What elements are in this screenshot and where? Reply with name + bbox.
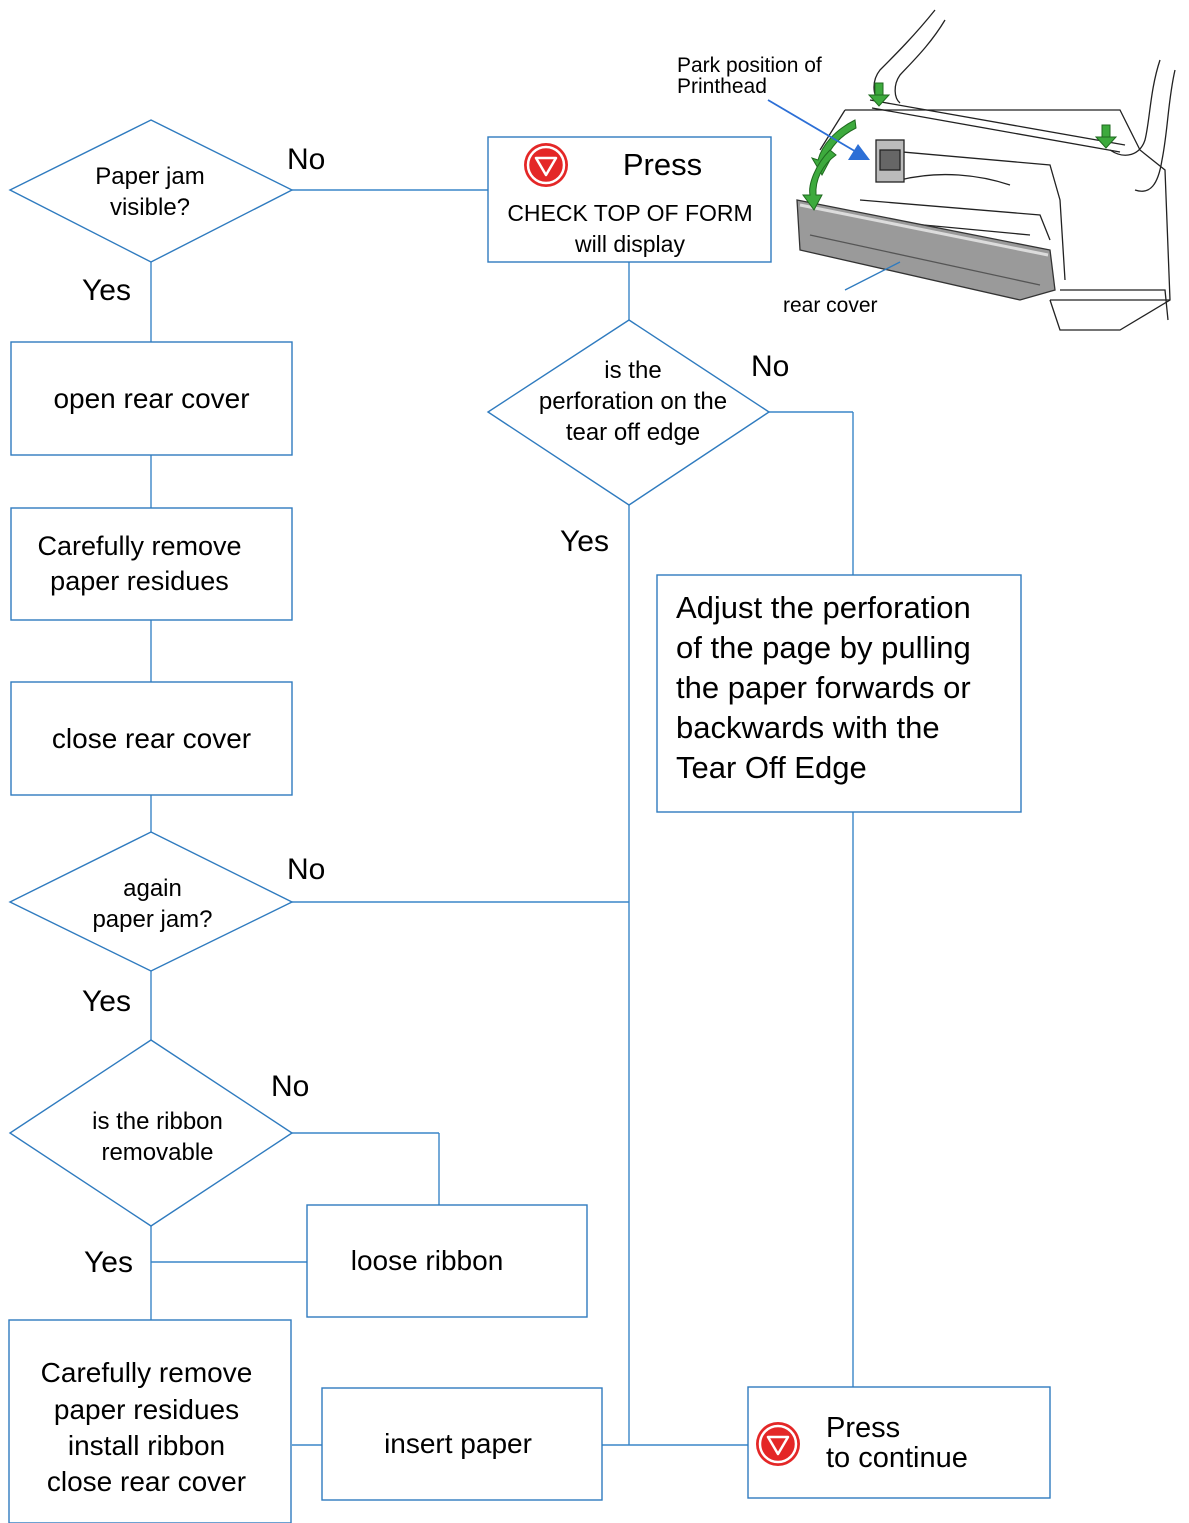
printer-illustration	[796, 9, 1176, 331]
branch-yes-label: Yes	[560, 525, 609, 558]
box-close-rear-cover	[10, 681, 293, 796]
box-remove-residues-2	[8, 1319, 292, 1523]
close-rear-cover-label: close rear cover	[51, 722, 252, 754]
decision-paper-jam-visible	[8, 119, 294, 263]
ribbon-removable-label: is the ribbon removable	[92, 1108, 223, 1166]
pointer-arrow-icon	[767, 99, 870, 160]
perforation-decision-label: is the perforation on the tear off edge	[538, 357, 728, 446]
rear-cover-label: rear cover	[783, 293, 878, 317]
branch-yes-label: Yes	[82, 985, 131, 1018]
press-button-icon	[756, 1422, 800, 1466]
press-continue-label: Press to continue	[826, 1411, 968, 1474]
branch-no-label: No	[287, 853, 326, 886]
box-open-rear-cover	[10, 341, 293, 456]
box-loose-ribbon	[306, 1204, 588, 1318]
insert-paper-label: insert paper	[384, 1428, 532, 1460]
again-paper-jam-label: again paper jam?	[92, 875, 213, 933]
adjust-perforation-label: Adjust the perforation of the page by pu…	[676, 590, 971, 785]
box-remove-residues-1	[10, 507, 293, 621]
press-check-press-label: Press	[622, 147, 703, 183]
press-button-icon	[524, 143, 568, 187]
remove-residues-1-label: Carefully remove paper residues	[37, 531, 242, 596]
box-adjust-perforation	[656, 574, 1022, 813]
green-arrow-icon	[802, 82, 1118, 211]
rear-cover-leader	[844, 261, 901, 291]
open-rear-cover-label: open rear cover	[53, 382, 250, 414]
press-check-message: CHECK TOP OF FORM will display	[507, 199, 753, 257]
decision-perforation-on-edge	[486, 319, 771, 506]
paper-jam-visible-label: Paper jam visible?	[95, 162, 205, 221]
decision-again-paper-jam	[8, 831, 294, 972]
loose-ribbon-label: loose ribbon	[350, 1245, 504, 1277]
decision-ribbon-removable	[8, 1039, 294, 1227]
branch-no-label: No	[751, 350, 790, 383]
branch-yes-label: Yes	[82, 274, 131, 307]
box-insert-paper	[321, 1387, 603, 1501]
park-position-label: Park position of Printhead	[677, 53, 822, 98]
remove-residues-2-label: Carefully remove paper residues install …	[40, 1357, 253, 1498]
branch-no-label: No	[287, 143, 326, 176]
connectors	[150, 189, 854, 1446]
branch-yes-label: Yes	[84, 1246, 133, 1279]
branch-no-label: No	[271, 1070, 310, 1103]
